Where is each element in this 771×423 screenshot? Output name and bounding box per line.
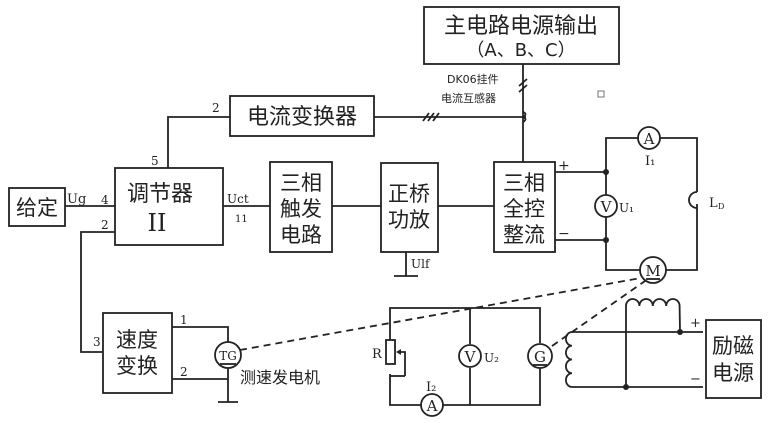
trigger-label-2: 触发 xyxy=(280,197,322,221)
block-bridge-amp: 正桥 功放 xyxy=(380,162,439,253)
block-regulator: 调节器 II xyxy=(114,167,224,246)
pin-1-label: 1 xyxy=(180,313,188,327)
bridge-label-2: 功放 xyxy=(388,208,430,232)
current-transformer-label: 电流变换器 xyxy=(247,105,357,130)
tick-mark xyxy=(427,112,435,122)
wire-motor-right xyxy=(666,204,698,271)
block-rectifier: 三相 全控 整流 xyxy=(493,161,556,253)
tacho-generator: TG xyxy=(214,341,242,369)
plus-label: + xyxy=(558,158,570,174)
pin-2-label: 2 xyxy=(101,218,109,232)
generator-icon: G xyxy=(534,348,546,366)
tick-mark xyxy=(422,112,430,122)
ammeter-i1: A xyxy=(637,126,661,150)
speed-conv-label-2: 变换 xyxy=(116,354,158,378)
motor-icon: M xyxy=(645,262,660,280)
block-main-power: 主电路电源输出 （A、B、C） xyxy=(423,6,620,65)
block-current-transformer: 电流变换器 xyxy=(229,95,375,137)
r-label: R xyxy=(372,347,383,362)
coupling-gen-motor xyxy=(551,280,646,347)
i1-label: I₁ xyxy=(645,154,655,169)
block-excitation: 励磁 电源 xyxy=(705,319,762,399)
tacho-icon: TG xyxy=(219,349,237,363)
gen-field-coil-icon xyxy=(565,331,573,388)
rheostat-icon xyxy=(385,339,396,365)
voltmeter-icon: V xyxy=(464,348,477,366)
rectifier-label-2: 全控 xyxy=(503,197,545,221)
motor-m: M xyxy=(639,256,667,284)
pin-2-sc-label: 2 xyxy=(180,365,188,379)
regulator-label: 调节器 xyxy=(127,182,193,207)
wire-tg-1 xyxy=(172,326,229,343)
tick-mark xyxy=(518,78,528,87)
minus-exc-label: − xyxy=(690,372,701,387)
wire-gen-bottom xyxy=(443,368,541,406)
small-square-icon xyxy=(597,90,605,98)
speed-conv-label-1: 速度 xyxy=(116,328,158,352)
pin-2-ct-label: 2 xyxy=(212,101,220,115)
coupling-tg-motor xyxy=(239,277,642,351)
rectifier-label-1: 三相 xyxy=(503,171,545,195)
labels: DK06挂件 电流互感器 Ug 4 2 5 2 Uct 11 Ulf + − I… xyxy=(67,72,724,395)
plus-exc-label: + xyxy=(690,316,701,331)
junction-dot xyxy=(623,384,629,390)
voltmeter-icon: V xyxy=(600,198,613,216)
pin-4-label: 4 xyxy=(101,193,109,207)
ct-coil-icon xyxy=(520,111,527,123)
dk06-label: DK06挂件 xyxy=(447,72,499,86)
rheostat-wiper xyxy=(398,351,406,376)
wire-current-feedback xyxy=(167,116,230,168)
u2-label: U₂ xyxy=(484,351,499,365)
wires xyxy=(65,64,703,406)
ammeter-i2: A xyxy=(420,393,444,417)
ammeter-icon: A xyxy=(643,130,655,148)
voltmeter-u1: V xyxy=(594,194,618,218)
rectifier-label-3: 整流 xyxy=(503,223,545,247)
voltmeter-u2: V xyxy=(458,344,482,368)
minus-label: − xyxy=(558,226,570,242)
pin-3-label: 3 xyxy=(93,335,101,349)
wire-gen-left-bottom xyxy=(389,374,421,406)
ammeter-icon: A xyxy=(426,397,438,415)
i2-label: I₂ xyxy=(426,380,436,395)
junction-dot xyxy=(603,169,609,175)
excitation-label-2: 电源 xyxy=(712,361,754,385)
wire-gen-top xyxy=(389,307,541,343)
pin-5-label: 5 xyxy=(151,154,159,168)
trigger-label-1: 三相 xyxy=(280,171,322,195)
pin-11-label: 11 xyxy=(235,214,248,225)
tick-mark xyxy=(518,84,528,93)
block-setpoint: 给定 xyxy=(8,187,66,227)
wire-speed-feedback xyxy=(80,231,115,353)
excitation-label-1: 励磁 xyxy=(712,334,754,358)
ct-label: 电流互感器 xyxy=(441,91,496,105)
ug-label: Ug xyxy=(67,192,86,207)
tick-mark xyxy=(432,112,440,122)
junction-dot xyxy=(677,329,683,335)
block-trigger: 三相 触发 电路 xyxy=(269,161,333,253)
regulator-number: II xyxy=(148,209,167,237)
junction-dot xyxy=(603,237,609,243)
wire-motor-left xyxy=(605,240,641,271)
ld-label: L xyxy=(709,196,718,211)
ulf-label: Ulf xyxy=(411,257,431,271)
motor-field-coil-icon xyxy=(625,298,681,387)
inductor-ld-icon xyxy=(688,191,698,209)
trigger-label-3: 电路 xyxy=(280,223,322,247)
main-power-label: 主电路电源输出 xyxy=(444,14,598,39)
tacho-label: 测速发电机 xyxy=(240,368,320,387)
wire-top-left xyxy=(605,137,638,172)
arrow-icon xyxy=(396,349,401,355)
generator-g: G xyxy=(527,343,553,369)
wire-top-right xyxy=(660,137,698,192)
ld-subscript: D xyxy=(718,202,724,211)
uct-label: Uct xyxy=(227,192,249,206)
main-power-phases: （A、B、C） xyxy=(466,40,575,61)
setpoint-label: 给定 xyxy=(16,196,58,220)
bridge-label-1: 正桥 xyxy=(388,182,430,206)
u1-label: U₁ xyxy=(619,201,634,215)
block-speed-converter: 速度 变换 xyxy=(102,312,173,394)
